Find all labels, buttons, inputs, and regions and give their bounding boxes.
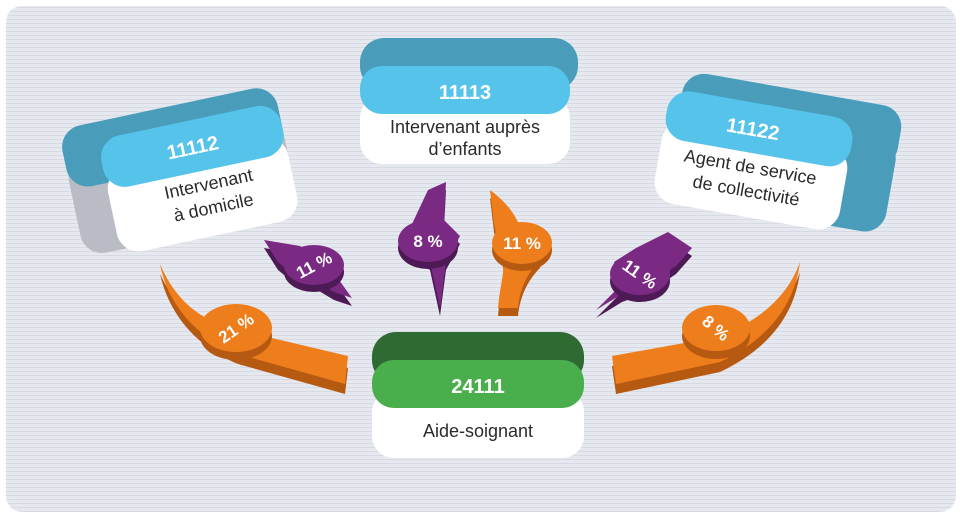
node-code: 24111	[451, 376, 504, 398]
value-badge	[492, 222, 552, 264]
node-top	[101, 105, 284, 187]
value-badge	[284, 245, 344, 285]
node-aide-soignant: 24111 Aide-soignant	[372, 332, 584, 458]
flow-arrow-11-aide-to-collectivite: 11 %	[596, 232, 692, 318]
arrow-body	[160, 264, 348, 384]
node-agent-de-service: 11122 Agent de service de collectivité	[654, 73, 902, 232]
value-badge	[200, 304, 272, 352]
node-top	[372, 360, 584, 408]
node-label-line-2: d’enfants	[428, 139, 501, 159]
flow-arrow-21-domicile-to-aide: 21 %	[160, 264, 348, 394]
node-label-line-1: Aide-soignant	[423, 421, 533, 441]
node-intervenant-a-domicile: 11112 Intervenant à domicile	[62, 88, 298, 254]
arrow-body	[612, 262, 800, 384]
node-intervenant-aupres-enfants: 11113 Intervenant auprès d’enfants	[360, 38, 578, 164]
flow-arrow-8-aide-to-enfants: 8 %	[398, 182, 460, 316]
flow-value-label: 8 %	[413, 232, 442, 251]
node-code: 11113	[439, 82, 491, 104]
flow-value-label: 11 %	[503, 234, 541, 253]
flow-arrow-8-collectivite-to-aide: 8 %	[612, 262, 800, 394]
node-top	[360, 66, 570, 114]
node-top	[665, 91, 853, 167]
flow-arrow-11-enfants-to-aide: 11 %	[490, 190, 552, 316]
node-label-line-1: Intervenant auprès	[390, 117, 540, 137]
value-badge	[398, 220, 458, 262]
value-badge	[682, 305, 750, 351]
value-badge	[610, 253, 670, 295]
flow-arrow-11-aide-to-domicile: 11 %	[264, 240, 352, 306]
